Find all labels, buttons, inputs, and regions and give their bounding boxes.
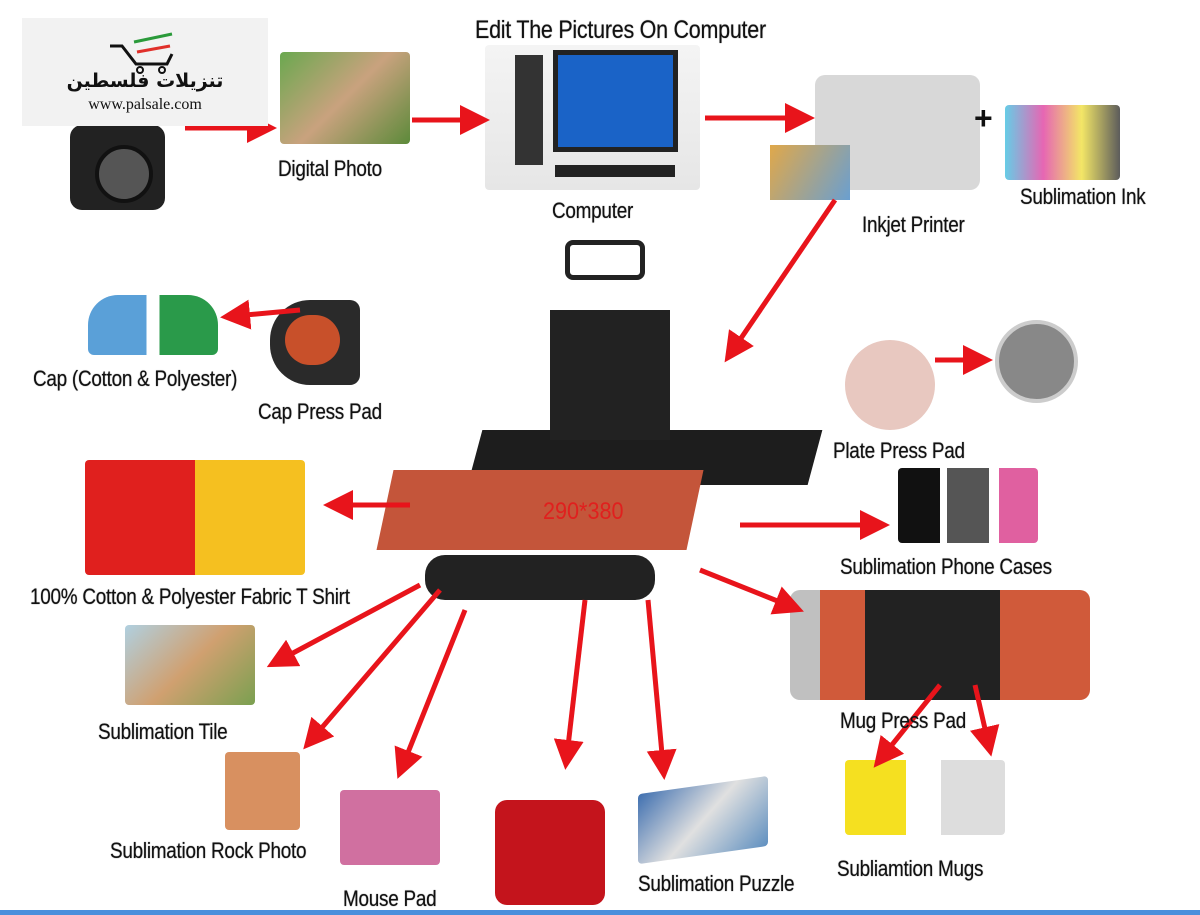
plate-image (995, 320, 1078, 403)
label-phone-cases: Sublimation Phone Cases (840, 554, 1052, 579)
arrow-to-rock-photo (303, 588, 442, 750)
mouse-pad-image (340, 790, 440, 865)
arrow-to-tile (266, 582, 422, 668)
label-sublimation-ink: Sublimation Ink (1020, 184, 1146, 209)
rock-photo-image (225, 752, 300, 830)
plus-sign: + (974, 100, 993, 136)
computer-image (485, 45, 700, 190)
arrow-to-puzzle (645, 599, 677, 780)
arrow-printer-to-press (724, 198, 838, 363)
diagram-title: Edit The Pictures On Computer (475, 16, 766, 44)
press-handle-image (565, 240, 645, 280)
arrow-to-pillow (553, 599, 588, 770)
sublimation-ink-image (1005, 105, 1120, 180)
mug-press-pad-image (790, 590, 1090, 700)
label-rock-photo: Sublimation Rock Photo (110, 838, 307, 863)
arrow-to-mug-1 (873, 683, 942, 768)
cap-press-pad-image (270, 300, 360, 385)
camera-image (70, 125, 165, 210)
label-mugs: Subliamtion Mugs (837, 856, 984, 881)
label-mug-press-pad: Mug Press Pad (840, 708, 967, 733)
caps-image (88, 295, 218, 355)
arrow-to-mug-2 (970, 684, 1000, 757)
arrow-to-caps (220, 299, 301, 330)
press-size-label: 290*380 (543, 498, 624, 525)
label-puzzle: Sublimation Puzzle (638, 871, 795, 896)
heat-press-image (376, 300, 823, 610)
label-cap: Cap (Cotton & Polyester) (33, 366, 238, 391)
plate-press-pad-image (845, 340, 935, 430)
label-mouse-pad: Mouse Pad (343, 886, 437, 911)
label-inkjet-printer: Inkjet Printer (862, 212, 965, 237)
arrow-to-mug-press (699, 567, 804, 615)
shopping-cart-icon (110, 32, 174, 74)
palsale-logo[interactable]: تنزيلات فلسطين www.palsale.com (22, 18, 268, 126)
bottom-accent-bar (0, 910, 1200, 915)
pillow-image (495, 800, 605, 905)
label-tshirt: 100% Cotton & Polyester Fabric T Shirt (30, 584, 350, 609)
label-computer: Computer (552, 198, 634, 223)
printer-image (770, 75, 980, 200)
digital-photo-image (280, 52, 410, 144)
label-tile: Sublimation Tile (98, 719, 228, 744)
label-digital-photo: Digital Photo (278, 156, 382, 181)
phone-cases-image (898, 468, 1038, 543)
logo-arabic-name: تنزيلات فلسطين (66, 70, 224, 92)
label-plate-press-pad: Plate Press Pad (833, 438, 965, 463)
arrow-to-mouse-pad (394, 609, 468, 779)
mugs-image (845, 760, 1005, 835)
label-cap-press-pad: Cap Press Pad (258, 399, 382, 424)
logo-url[interactable]: www.palsale.com (88, 96, 202, 113)
tile-image (125, 625, 255, 705)
tshirts-image (85, 460, 305, 575)
